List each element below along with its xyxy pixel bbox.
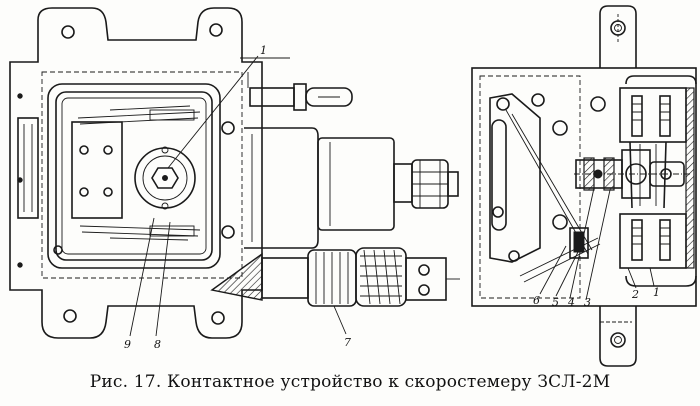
screw-icon [53, 245, 63, 255]
label-1-right: 1 [653, 286, 660, 299]
label-8-left: 8 [154, 338, 161, 351]
bottom-mount-tab [599, 306, 637, 367]
right-dashed-outline [479, 75, 581, 299]
flange-hole-bl [63, 309, 77, 323]
left-leaders [129, 55, 347, 337]
left-view-front [9, 7, 353, 339]
lower-contact-block [619, 213, 687, 269]
label-5-right: 5 [552, 296, 559, 309]
right-housing [471, 67, 697, 307]
motor-housing [317, 137, 395, 231]
contact-plate [71, 121, 123, 219]
left-flange-outline [9, 7, 263, 339]
left-housing [47, 83, 221, 269]
left-view-connector [210, 247, 460, 307]
contact-spring-bottom [79, 225, 201, 241]
cam-nut [151, 167, 179, 189]
figure-caption: Рис. 17. Контактное устройство к скорост… [89, 372, 611, 392]
contact-spring-top [77, 105, 201, 125]
side-wall-section [685, 87, 695, 269]
top-mount-tab [599, 5, 637, 68]
label-7-left: 7 [344, 336, 351, 349]
label-9-left: 9 [124, 338, 131, 351]
flange-hole-tl [61, 25, 75, 39]
label-4-right: 4 [567, 296, 575, 309]
spindle-tip [305, 87, 353, 107]
label-1-left: 1 [260, 44, 267, 57]
screw-icon [221, 225, 235, 239]
left-side-plate [17, 117, 39, 219]
contact-springs [629, 141, 667, 209]
left-view-motor [244, 127, 459, 249]
label-2-right: 2 [631, 288, 639, 301]
screw-icon [221, 121, 235, 135]
upper-contact-block [619, 87, 687, 143]
motor-cylinder [244, 127, 319, 249]
lever-plate [489, 93, 541, 263]
motor-collar [393, 163, 413, 203]
left-housing-inner2 [61, 97, 207, 255]
spindle-body [249, 87, 295, 107]
left-housing-inner [55, 91, 213, 261]
flange-hole-tr [209, 23, 223, 37]
label-3-right: 3 [584, 296, 591, 309]
slot [491, 119, 507, 231]
hatched-section [210, 252, 263, 301]
right-view-section [471, 5, 697, 367]
label-6-right: 6 [533, 294, 540, 307]
flange-hole-br [211, 311, 225, 325]
knurled-ring [355, 247, 407, 307]
cam-disc [134, 147, 196, 209]
connector-base [261, 257, 309, 299]
right-leaders [539, 187, 655, 323]
